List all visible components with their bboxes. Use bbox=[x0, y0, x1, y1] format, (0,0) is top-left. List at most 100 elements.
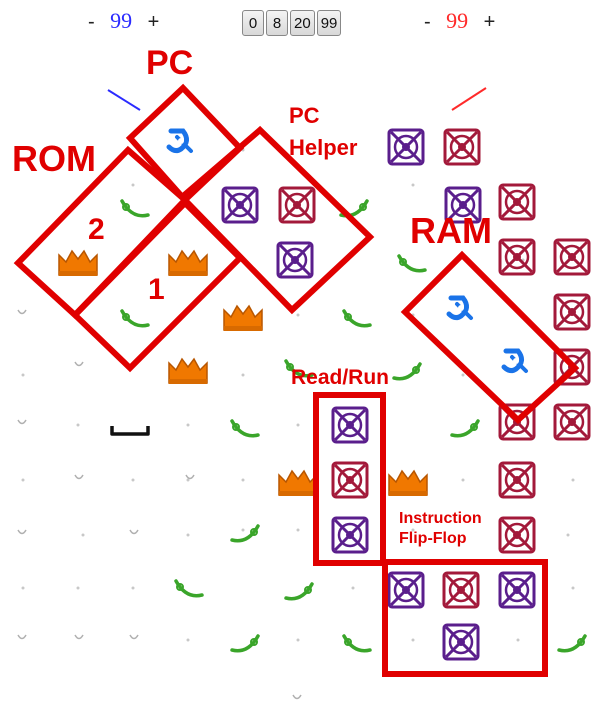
empty-slot-icon[interactable] bbox=[410, 630, 416, 648]
purple-gear-bit-icon[interactable] bbox=[441, 622, 481, 667]
empty-slot-icon[interactable] bbox=[128, 357, 134, 375]
empty-slot-icon[interactable] bbox=[185, 195, 191, 213]
peg-icon[interactable] bbox=[127, 525, 141, 544]
red-gear-bit-icon[interactable] bbox=[552, 292, 592, 337]
empty-slot-icon[interactable] bbox=[130, 578, 136, 596]
speed-button-8[interactable]: 8 bbox=[266, 10, 288, 36]
speed-button-20[interactable]: 20 bbox=[290, 10, 315, 36]
red-gear-bit-icon[interactable] bbox=[552, 402, 592, 447]
green-ramp-icon[interactable] bbox=[448, 415, 482, 448]
orange-crossover-icon[interactable] bbox=[220, 300, 266, 339]
empty-slot-icon[interactable] bbox=[240, 365, 246, 383]
left-lever[interactable] bbox=[107, 89, 141, 111]
green-ramp-icon[interactable] bbox=[228, 520, 262, 553]
empty-slot-icon[interactable] bbox=[410, 175, 416, 193]
empty-slot-icon[interactable] bbox=[240, 140, 246, 158]
orange-crossover-icon[interactable] bbox=[165, 353, 211, 392]
empty-slot-icon[interactable] bbox=[570, 470, 576, 488]
green-ramp-icon[interactable] bbox=[228, 415, 262, 448]
empty-slot-icon[interactable] bbox=[130, 175, 136, 193]
red-gear-bit-icon[interactable] bbox=[552, 347, 592, 392]
empty-slot-icon[interactable] bbox=[240, 520, 246, 538]
red-gear-bit-icon[interactable] bbox=[330, 460, 370, 505]
red-gear-bit-icon[interactable] bbox=[277, 185, 317, 230]
left-decrement-button[interactable]: - bbox=[88, 11, 95, 33]
orange-crossover-icon[interactable] bbox=[55, 245, 101, 284]
peg-icon[interactable] bbox=[72, 470, 86, 489]
empty-slot-icon[interactable] bbox=[350, 578, 356, 596]
green-ramp-icon[interactable] bbox=[228, 630, 262, 663]
red-gear-bit-icon[interactable] bbox=[442, 127, 482, 172]
empty-slot-icon[interactable] bbox=[20, 578, 26, 596]
empty-slot-icon[interactable] bbox=[20, 365, 26, 383]
red-gear-bit-icon[interactable] bbox=[552, 237, 592, 282]
orange-crossover-icon[interactable] bbox=[165, 245, 211, 284]
orange-crossover-icon[interactable] bbox=[385, 465, 431, 504]
green-ramp-icon[interactable] bbox=[395, 250, 429, 283]
empty-slot-icon[interactable] bbox=[75, 415, 81, 433]
orange-crossover-icon[interactable] bbox=[275, 465, 321, 504]
empty-slot-icon[interactable] bbox=[410, 305, 416, 323]
blue-bit-icon[interactable] bbox=[163, 123, 199, 164]
peg-icon[interactable] bbox=[15, 630, 29, 649]
red-gear-bit-icon[interactable] bbox=[497, 182, 537, 227]
empty-slot-icon[interactable] bbox=[130, 470, 136, 488]
peg-icon[interactable] bbox=[15, 525, 29, 544]
peg-icon[interactable] bbox=[15, 415, 29, 434]
empty-slot-icon[interactable] bbox=[570, 578, 576, 596]
interceptor-icon[interactable] bbox=[108, 422, 152, 443]
right-lever[interactable] bbox=[451, 87, 487, 111]
empty-slot-icon[interactable] bbox=[240, 470, 246, 488]
empty-slot-icon[interactable] bbox=[515, 630, 521, 648]
empty-slot-icon[interactable] bbox=[185, 470, 191, 488]
green-ramp-icon[interactable] bbox=[172, 575, 206, 608]
green-ramp-icon[interactable] bbox=[340, 630, 374, 663]
peg-icon[interactable] bbox=[290, 690, 304, 709]
green-ramp-icon[interactable] bbox=[282, 578, 316, 611]
empty-slot-icon[interactable] bbox=[20, 470, 26, 488]
purple-gear-bit-icon[interactable] bbox=[330, 405, 370, 450]
red-gear-bit-icon[interactable] bbox=[441, 570, 481, 615]
green-ramp-icon[interactable] bbox=[337, 195, 371, 228]
empty-slot-icon[interactable] bbox=[185, 630, 191, 648]
empty-slot-icon[interactable] bbox=[565, 525, 571, 543]
empty-slot-icon[interactable] bbox=[460, 365, 466, 383]
peg-icon[interactable] bbox=[127, 630, 141, 649]
purple-gear-bit-icon[interactable] bbox=[386, 570, 426, 615]
blue-bit-icon[interactable] bbox=[498, 343, 534, 384]
green-ramp-icon[interactable] bbox=[555, 630, 589, 663]
green-ramp-icon[interactable] bbox=[340, 305, 374, 338]
green-ramp-icon[interactable] bbox=[118, 305, 152, 338]
green-ramp-icon[interactable] bbox=[282, 355, 316, 388]
peg-icon[interactable] bbox=[183, 470, 197, 489]
blue-bit-icon[interactable] bbox=[443, 290, 479, 331]
empty-slot-icon[interactable] bbox=[410, 520, 416, 538]
purple-gear-bit-icon[interactable] bbox=[443, 185, 483, 230]
peg-icon[interactable] bbox=[72, 630, 86, 649]
red-gear-bit-icon[interactable] bbox=[497, 460, 537, 505]
speed-button-0[interactable]: 0 bbox=[242, 10, 264, 36]
speed-button-99[interactable]: 99 bbox=[316, 10, 342, 36]
peg-icon[interactable] bbox=[72, 357, 86, 376]
green-ramp-icon[interactable] bbox=[118, 195, 152, 228]
empty-slot-icon[interactable] bbox=[460, 470, 466, 488]
purple-gear-bit-icon[interactable] bbox=[330, 515, 370, 560]
purple-gear-bit-icon[interactable] bbox=[220, 185, 260, 230]
empty-slot-icon[interactable] bbox=[185, 525, 191, 543]
red-gear-bit-icon[interactable] bbox=[497, 515, 537, 560]
empty-slot-icon[interactable] bbox=[295, 415, 301, 433]
right-decrement-button[interactable]: - bbox=[424, 11, 431, 33]
empty-slot-icon[interactable] bbox=[295, 630, 301, 648]
red-gear-bit-icon[interactable] bbox=[497, 237, 537, 282]
green-ramp-icon[interactable] bbox=[390, 358, 424, 391]
empty-slot-icon[interactable] bbox=[185, 415, 191, 433]
empty-slot-icon[interactable] bbox=[295, 520, 301, 538]
peg-icon[interactable] bbox=[15, 305, 29, 324]
purple-gear-bit-icon[interactable] bbox=[497, 570, 537, 615]
purple-gear-bit-icon[interactable] bbox=[386, 127, 426, 172]
right-increment-button[interactable]: + bbox=[483, 11, 496, 33]
empty-slot-icon[interactable] bbox=[80, 525, 86, 543]
empty-slot-icon[interactable] bbox=[75, 305, 81, 323]
empty-slot-icon[interactable] bbox=[295, 305, 301, 323]
left-increment-button[interactable]: + bbox=[147, 11, 160, 33]
